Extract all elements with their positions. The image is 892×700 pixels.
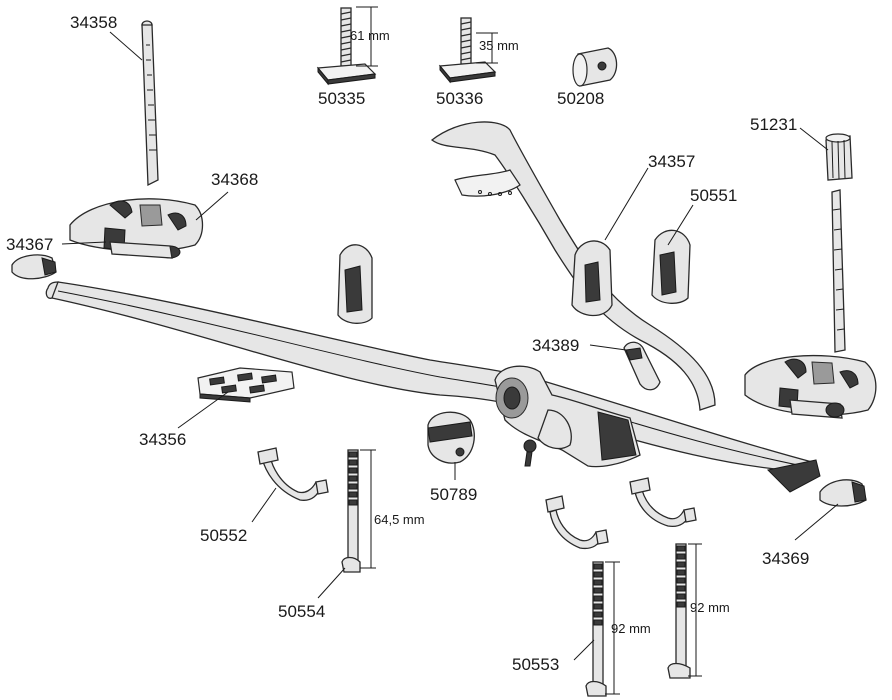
part-50208-drawing (572, 47, 618, 87)
label-50789: 50789 (430, 485, 477, 504)
label-50335: 50335 (318, 89, 365, 108)
upper-arm (430, 121, 716, 411)
label-34369: 34369 (762, 549, 809, 568)
part-34358-drawing (141, 20, 159, 187)
part-50551-drawing (651, 229, 691, 304)
dim-label-35mm: 35 mm (479, 38, 519, 53)
label-51231: 51231 (750, 115, 797, 134)
right-bolt-drawing (667, 543, 691, 679)
dim-92-right-lines (688, 543, 702, 677)
part-50553-strap-drawing (545, 495, 609, 550)
label-34368: 34368 (211, 170, 258, 189)
part-34369-left-drawing (11, 254, 57, 280)
label-34357: 34357 (648, 152, 695, 171)
dim-35-lines (476, 32, 498, 64)
part-34369-drawing (819, 479, 867, 507)
part-50552-drawing (257, 447, 329, 501)
leader-lines (61, 31, 839, 661)
key-icon (523, 439, 537, 467)
part-50789-drawing (427, 411, 475, 464)
right-wheel-tray-drawing (744, 354, 877, 419)
dimension-labels: 61 mm 35 mm 64,5 mm 92 mm 92 mm (350, 28, 730, 636)
part-50335-drawing (316, 7, 377, 86)
part-50336-drawing (438, 17, 497, 84)
dim-label-64-5mm: 64,5 mm (374, 512, 425, 527)
part-51231-drawing (825, 133, 853, 353)
label-50336: 50336 (436, 89, 483, 108)
label-50208: 50208 (557, 89, 604, 108)
center-clamp (494, 365, 641, 468)
dim-label-92mm-right: 92 mm (690, 600, 730, 615)
loose-clamp-piece (337, 244, 373, 324)
part-34389-drawing (623, 341, 661, 391)
label-34389: 34389 (532, 336, 579, 355)
second-strap-drawing (629, 477, 697, 528)
dim-label-92mm-left: 92 mm (611, 621, 651, 636)
dim-64-5-lines (360, 449, 376, 569)
dim-61-lines (356, 6, 378, 67)
label-34356: 34356 (139, 430, 186, 449)
part-50554-drawing (341, 449, 361, 573)
dim-label-61mm: 61 mm (350, 28, 390, 43)
label-50553: 50553 (512, 655, 559, 674)
part-50553-bolt-drawing (585, 561, 607, 697)
label-50551: 50551 (690, 186, 737, 205)
dim-92-left-lines (605, 561, 620, 695)
part-34356-drawing (197, 367, 295, 403)
part-number-labels: 34358 50335 50336 50208 51231 34357 5055… (6, 13, 809, 674)
part-34368-drawing (69, 198, 204, 259)
label-50552: 50552 (200, 526, 247, 545)
label-34358: 34358 (70, 13, 117, 32)
label-34367: 34367 (6, 235, 53, 254)
label-50554: 50554 (278, 602, 325, 621)
